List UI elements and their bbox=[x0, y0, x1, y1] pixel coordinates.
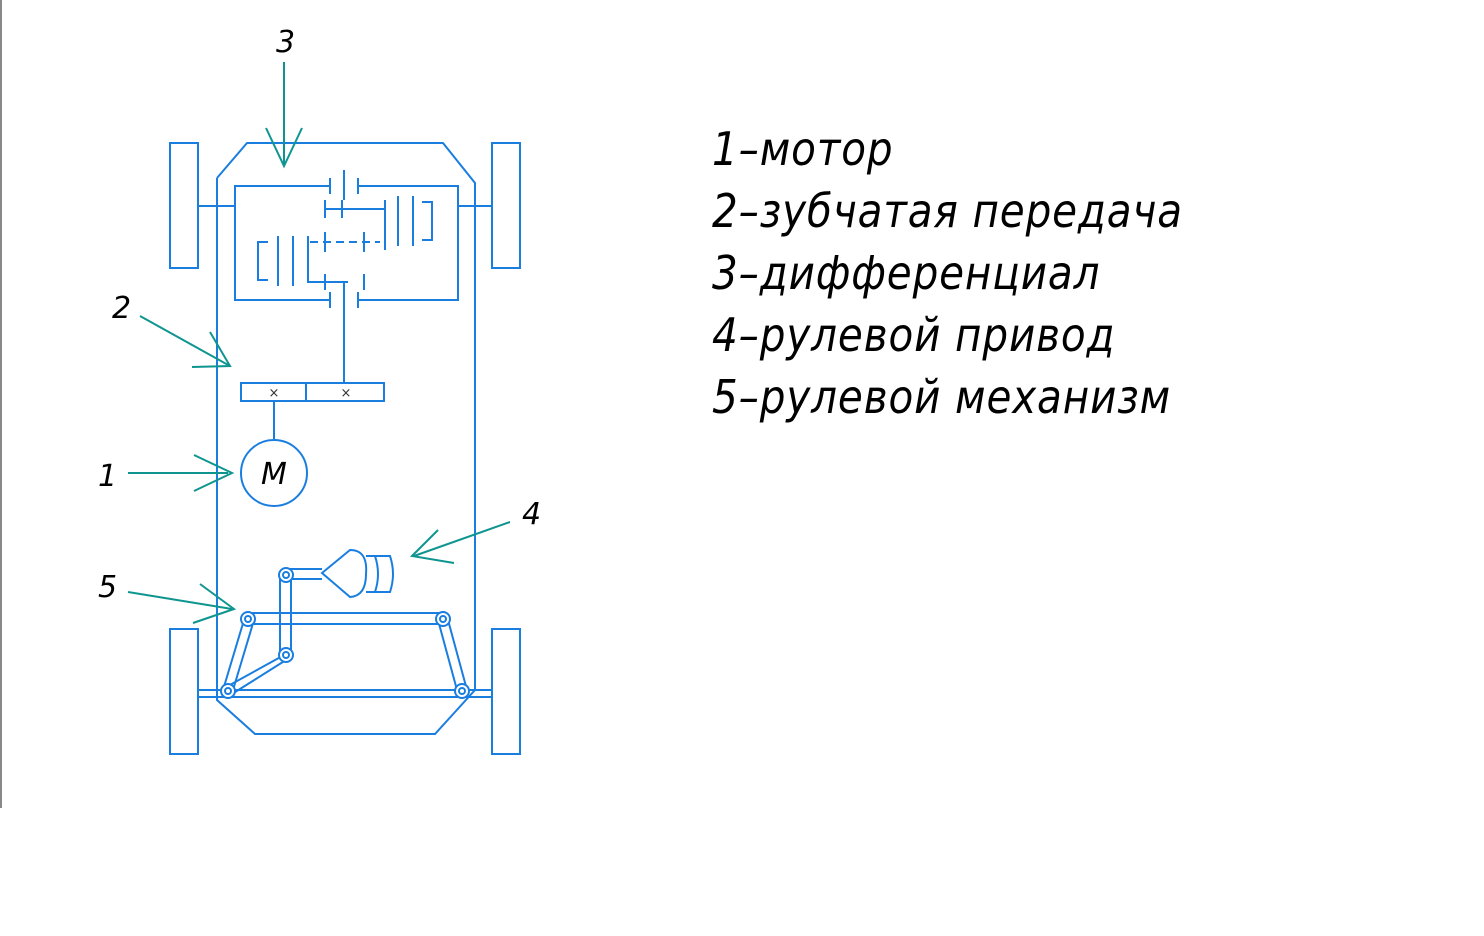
wheels bbox=[169, 142, 521, 755]
arrow-5 bbox=[127, 583, 237, 624]
rear-left-wheel bbox=[169, 628, 199, 755]
legend-item-motor: 1–мотор bbox=[712, 122, 894, 176]
differential-assembly bbox=[234, 170, 459, 383]
callout-arrows bbox=[127, 62, 511, 624]
callout-label-1: 1 bbox=[98, 459, 117, 494]
front-right-wheel bbox=[491, 142, 521, 269]
legend-item-steering-mechanism: 5–рулевой механизм bbox=[712, 370, 1172, 424]
legend: 1–мотор 2–зубчатая передача 3–дифференци… bbox=[712, 118, 1412, 428]
gear-transmission: × × bbox=[240, 382, 385, 439]
front-left-wheel bbox=[169, 142, 199, 269]
arrow-4 bbox=[409, 521, 511, 564]
callout-label-4: 4 bbox=[522, 497, 541, 532]
legend-item-gear-transmission: 2–зубчатая передача bbox=[712, 184, 1183, 238]
arrow-2 bbox=[139, 315, 232, 368]
arrow-3 bbox=[265, 62, 303, 169]
callout-label-2: 2 bbox=[112, 291, 131, 326]
rear-right-wheel bbox=[491, 628, 521, 755]
arrow-1 bbox=[128, 454, 235, 492]
callout-label-5: 5 bbox=[98, 570, 117, 605]
steering-drive bbox=[286, 548, 394, 599]
steering-linkage bbox=[222, 575, 468, 695]
left-border-line bbox=[0, 0, 2, 808]
linkage-joints bbox=[220, 567, 470, 699]
chassis-frame bbox=[198, 142, 492, 735]
callout-label-3: 3 bbox=[276, 25, 295, 60]
motor-symbol: M bbox=[240, 439, 308, 507]
motor-letter: M bbox=[261, 457, 287, 492]
legend-item-differential: 3–дифференциал bbox=[712, 246, 1101, 300]
legend-item-steering-drive: 4–рулевой привод bbox=[712, 308, 1116, 362]
gear-mark-1: × bbox=[269, 386, 280, 401]
callout-labels: 1 2 3 4 5 bbox=[98, 25, 541, 605]
gear-mark-2: × bbox=[341, 386, 352, 401]
